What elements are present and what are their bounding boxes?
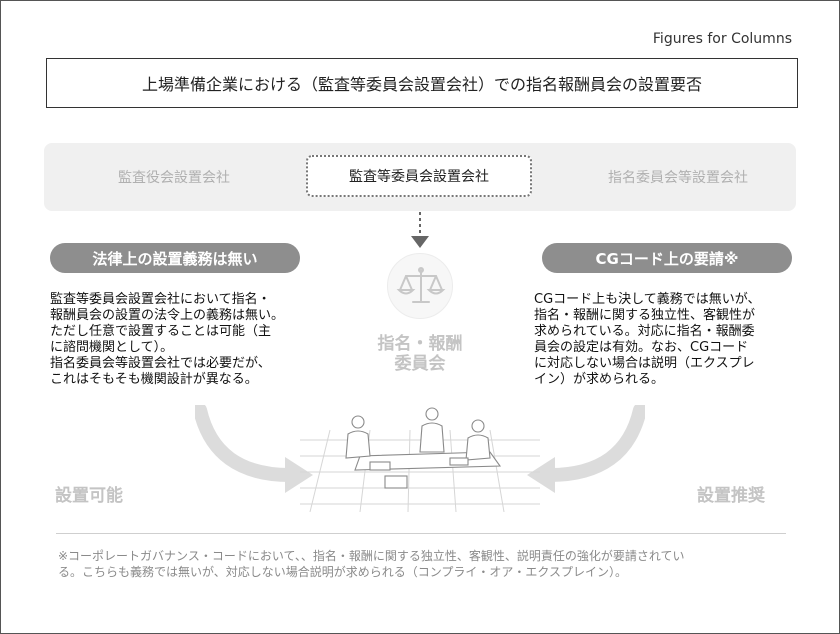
desc-line: に対応しない場合は説明（エクスプレ — [534, 356, 755, 371]
footnote-divider — [56, 533, 786, 534]
type-nomination-committee: 指名委員会等設置会社 — [608, 170, 748, 186]
meeting-illustration — [300, 407, 540, 512]
desc-line: 監査等委員会設置会社において指名・ — [50, 292, 271, 307]
right-heading: CGコード上の要請※ — [595, 249, 739, 268]
desc-line: に諮問機関として）。 — [50, 340, 174, 355]
type-audit-committee: 監査等委員会設置会社 — [306, 155, 532, 197]
committee-label-line2: 委員会 — [394, 354, 446, 374]
desc-line: イン）が求められる。 — [534, 372, 665, 387]
header-label: Figures for Columns — [652, 31, 792, 47]
possible-label: 設置可能 — [55, 486, 123, 506]
left-description: 監査等委員会設置会社において指名・ 報酬員会の設置の法令上の義務は無い。 ただし… — [50, 292, 335, 388]
type-audit-board: 監査役会設置会社 — [118, 170, 230, 186]
left-curved-arrow-icon — [195, 405, 313, 493]
right-heading-pill: CGコード上の要請※ — [542, 243, 792, 273]
committee-label: 指名・報酬 委員会 — [360, 334, 480, 374]
desc-line: これはそもそも機関設計が異なる。 — [50, 372, 258, 387]
scale-icon — [396, 267, 446, 303]
footnote: ※コーポレートガバナンス・コードにおいて、、指名・報酬に関する独立性、客観性、説… — [58, 548, 780, 580]
recommended-label: 設置推奨 — [697, 486, 765, 506]
title-box: 上場準備企業における（監査等委員会設置会社）での指名報酬員会の設置要否 — [46, 58, 798, 108]
title-text: 上場準備企業における（監査等委員会設置会社）での指名報酬員会の設置要否 — [141, 75, 702, 94]
desc-line: 報酬員会の設置の法令上の義務は無い。 — [50, 308, 285, 323]
right-curved-arrow-icon — [527, 405, 645, 493]
desc-line: CGコード上も決して義務では無いが、 — [534, 292, 761, 307]
left-heading: 法律上の設置義務は無い — [92, 249, 258, 268]
company-type-bar: 監査役会設置会社 監査等委員会設置会社 指名委員会等設置会社 — [44, 143, 796, 211]
down-arrow-icon — [411, 212, 429, 248]
desc-line: 員会の設定は有効。なお、CGコード — [534, 340, 749, 355]
desc-line: 指名・報酬に関する独立性、客観性が — [534, 308, 756, 323]
left-heading-pill: 法律上の設置義務は無い — [50, 243, 300, 273]
right-description: CGコード上も決して義務では無いが、 指名・報酬に関する独立性、客観性が 求めら… — [534, 292, 814, 388]
footnote-line1: ※コーポレートガバナンス・コードにおいて、、指名・報酬に関する独立性、客観性、説… — [58, 549, 685, 563]
desc-line: 指名委員会等設置会社では必要だが、 — [50, 356, 271, 371]
committee-label-line1: 指名・報酬 — [377, 334, 463, 354]
footnote-line2: る。こちらも義務では無いが、対応しない場合説明が求められる（コンプライ・オア・エ… — [58, 565, 628, 579]
desc-line: 求められている。対応に指名・報酬委 — [534, 324, 755, 339]
desc-line: ただし任意で設置することは可能（主 — [50, 324, 272, 339]
scale-icon-circle — [387, 253, 453, 319]
